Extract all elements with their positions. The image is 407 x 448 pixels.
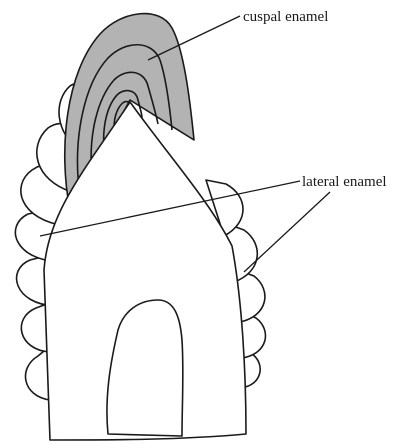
cuspal-enamel-label: cuspal enamel	[243, 9, 328, 25]
lateral-enamel-label: lateral enamel	[302, 174, 387, 190]
lateral-enamel-leader-2	[244, 192, 330, 272]
